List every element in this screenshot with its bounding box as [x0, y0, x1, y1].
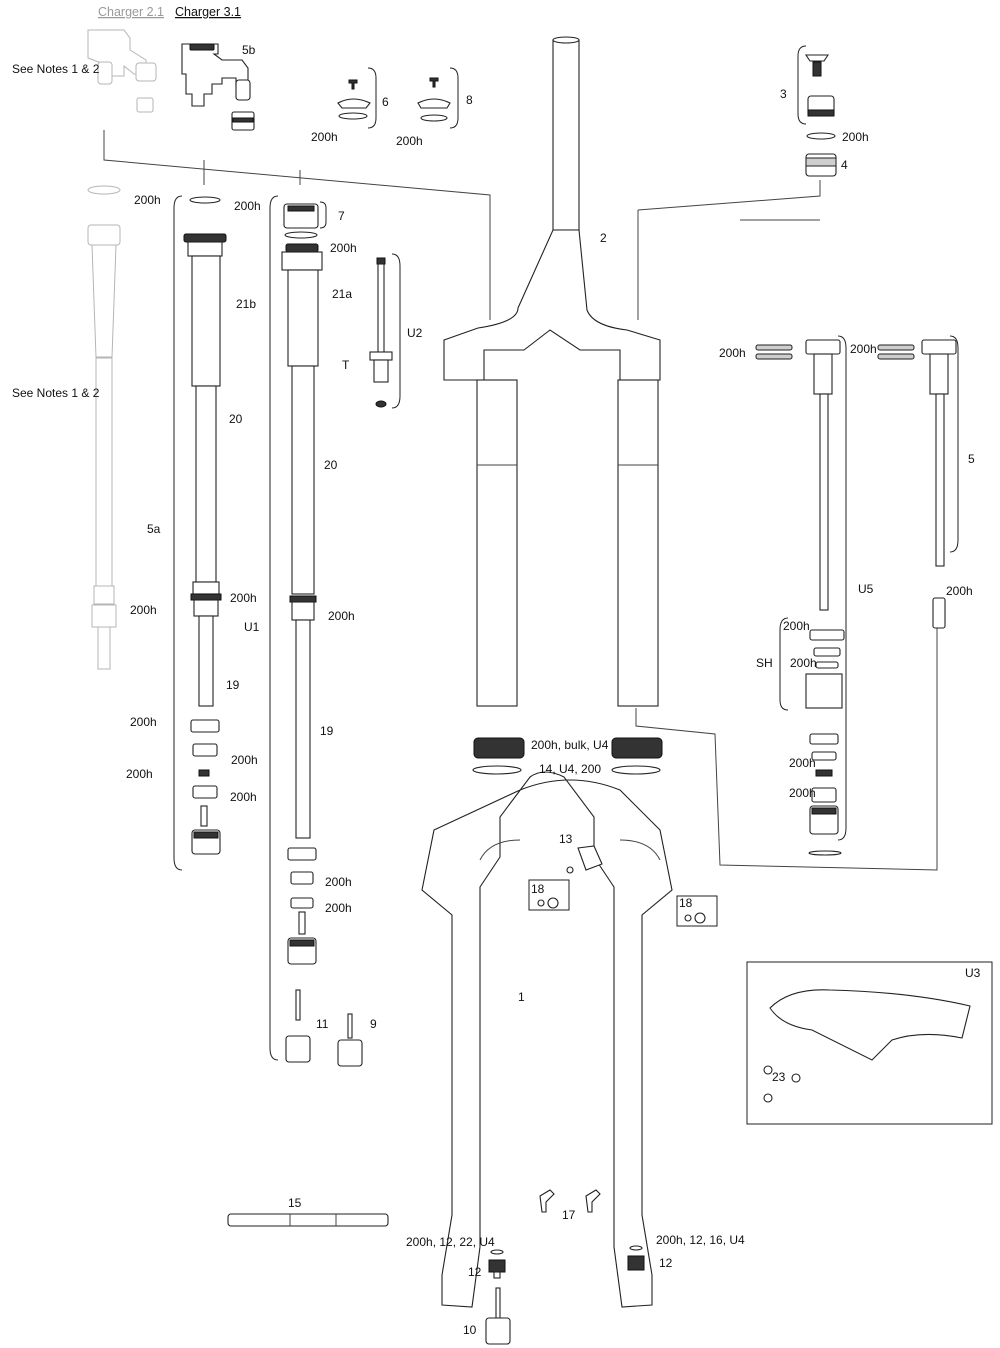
- header-charger-3-1: Charger 3.1: [175, 5, 241, 19]
- callout-u2: U2: [407, 326, 423, 340]
- part-18-boxes: [528, 879, 718, 927]
- axle-15: [227, 1213, 389, 1227]
- callout-200h-7: 200h: [330, 241, 357, 255]
- callout-200h-8: 200h: [396, 134, 423, 148]
- leader-lines: [103, 130, 938, 871]
- callout-u5: U5: [858, 582, 874, 596]
- callout-13: 13: [559, 832, 573, 846]
- callout-left-bottom: 200h, 12, 22, U4: [406, 1235, 495, 1249]
- callout-23: 23: [772, 1070, 786, 1084]
- callout-7: 7: [338, 209, 345, 223]
- callout-5b: 5b: [242, 43, 256, 57]
- callout-6: 6: [382, 95, 389, 109]
- callout-21a: 21a: [332, 287, 352, 301]
- callout-11: 11: [316, 1017, 329, 1031]
- callout-17: 17: [562, 1208, 576, 1222]
- charger-3-1-top-cap: [181, 43, 255, 131]
- note-middle: See Notes 1 & 2: [12, 386, 100, 400]
- callout-200h-sh2: 200h: [790, 656, 817, 670]
- callout-sh: SH: [756, 656, 773, 670]
- callout-18a: 18: [531, 882, 545, 896]
- crown-steerer-uppers: [443, 36, 661, 707]
- callout-20a: 20: [229, 412, 243, 426]
- bottom-hardware: [485, 1189, 645, 1345]
- callout-18b: 18: [679, 896, 693, 910]
- callout-5: 5: [968, 452, 975, 466]
- callout-200h-l: 200h: [230, 790, 257, 804]
- u5-spring-assembly: [755, 339, 957, 856]
- callout-10: 10: [463, 1323, 477, 1337]
- callout-14-u4-200: 14, U4, 200: [539, 762, 601, 776]
- callout-200h-6: 200h: [311, 130, 338, 144]
- callout-200h-n: 200h: [325, 901, 352, 915]
- damper-assembly-5a: [183, 196, 227, 855]
- callout-12a: 12: [468, 1265, 482, 1279]
- callout-200h-sh1: 200h: [783, 619, 810, 633]
- callout-4: 4: [841, 158, 848, 172]
- callout-3: 3: [780, 87, 787, 101]
- callout-200h-b: 200h: [234, 199, 261, 213]
- callout-u3: U3: [965, 966, 981, 980]
- part-13: [566, 845, 603, 874]
- callout-200h-a: 200h: [134, 193, 161, 207]
- callout-200h-c: 200h: [230, 591, 257, 605]
- u3-fender-box: [746, 961, 993, 1125]
- callout-200h-j: 200h: [126, 767, 153, 781]
- u2-cartridge: [369, 257, 393, 408]
- tools-9-11: [285, 989, 363, 1067]
- callout-200h-f: 200h: [946, 584, 973, 598]
- callout-5a: 5a: [147, 522, 161, 536]
- damper-assembly-u1: [281, 203, 323, 965]
- callout-8: 8: [466, 93, 473, 107]
- charger-2-1-assembly: [87, 29, 157, 670]
- lowers: [421, 771, 673, 1308]
- header-charger-2-1: Charger 2.1: [98, 5, 164, 19]
- parts-6-and-8: [337, 77, 451, 122]
- brackets: [173, 45, 959, 1061]
- callout-20b: 20: [324, 458, 338, 472]
- callout-u1: U1: [244, 620, 260, 634]
- callout-right-bottom: 200h, 12, 16, U4: [656, 1233, 745, 1247]
- callout-200h-d: 200h: [130, 603, 157, 617]
- callout-200h-k: 200h: [789, 786, 816, 800]
- callout-19b: 19: [320, 724, 334, 738]
- callout-200h-g: 200h: [130, 715, 157, 729]
- callout-12b: 12: [659, 1256, 673, 1270]
- callout-1: 1: [518, 990, 525, 1004]
- callout-200h-3: 200h: [842, 130, 869, 144]
- callout-200h-h: 200h: [231, 753, 258, 767]
- callout-15: 15: [288, 1196, 302, 1210]
- callout-200h-bulk-u4: 200h, bulk, U4: [531, 738, 609, 752]
- callout-2: 2: [600, 231, 607, 245]
- callout-200h-e: 200h: [328, 609, 355, 623]
- callout-200h-i: 200h: [789, 756, 816, 770]
- callout-21b: 21b: [236, 297, 256, 311]
- callout-200h-u5a: 200h: [719, 346, 746, 360]
- callout-200h-u5b: 200h: [850, 342, 877, 356]
- note-top: See Notes 1 & 2: [12, 62, 100, 76]
- dust-seals: [472, 737, 663, 775]
- callout-19a: 19: [226, 678, 240, 692]
- labels: Charger 2.1 Charger 3.1 See Notes 1 & 2 …: [12, 5, 981, 1337]
- callout-200h-m: 200h: [325, 875, 352, 889]
- parts-3-and-4: [804, 54, 837, 177]
- callout-9: 9: [370, 1017, 377, 1031]
- callout-t: T: [342, 358, 350, 372]
